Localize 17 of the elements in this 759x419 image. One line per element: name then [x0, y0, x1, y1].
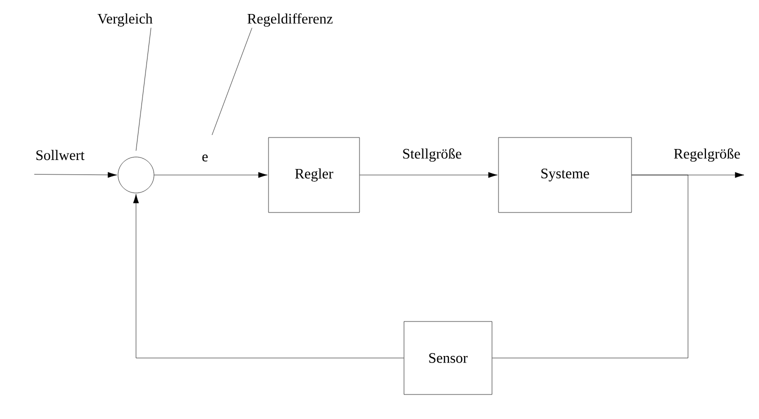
arrow	[154, 172, 268, 178]
feedback-line	[492, 174, 688, 358]
edge-label: Stellgröße	[401, 147, 463, 163]
summing-junction	[118, 156, 154, 194]
edge-label: Regelgröße	[672, 147, 742, 163]
sensor-box: Sensor	[404, 321, 492, 395]
arrow	[133, 194, 404, 358]
edge-label: e	[200, 154, 210, 162]
arrow	[34, 172, 117, 178]
plant-box: Systeme	[498, 137, 632, 213]
callout-label: Vergleich	[98, 13, 152, 27]
leader-line	[136, 28, 152, 151]
callout-label: Regeldifferenz	[248, 13, 333, 27]
input-label: Sollwert	[36, 150, 84, 160]
arrow	[360, 172, 498, 178]
controller-box: Regler	[268, 137, 360, 213]
leader-line	[212, 28, 252, 136]
